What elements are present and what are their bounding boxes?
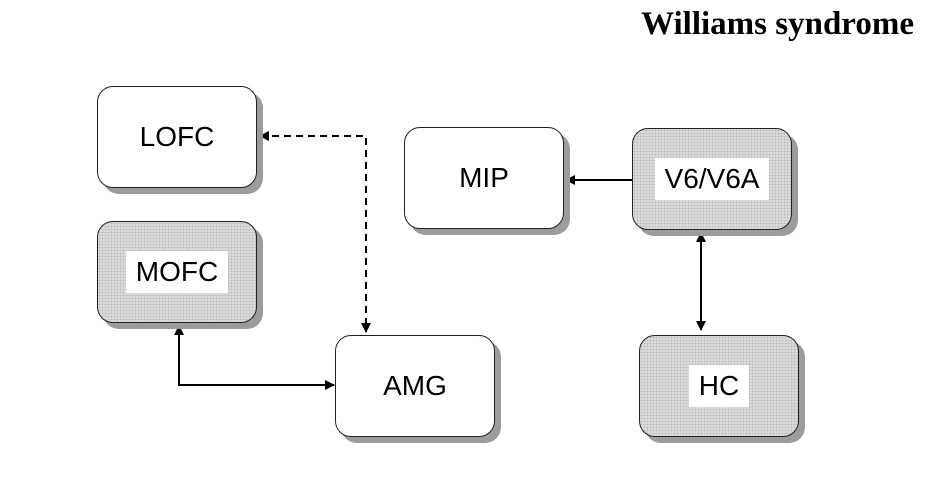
diagram-title: Williams syndrome — [641, 6, 914, 42]
node-mofc-label: MOFC — [125, 251, 229, 293]
node-amg: AMG — [335, 335, 495, 437]
node-lofc: LOFC — [97, 86, 257, 188]
node-hc-label: HC — [688, 365, 750, 407]
node-lofc-label: LOFC — [139, 121, 215, 152]
node-amg-label: AMG — [383, 370, 447, 401]
node-mofc: MOFC — [97, 221, 257, 323]
edge-lofc-amg — [259, 131, 371, 333]
node-mip: MIP — [404, 127, 564, 229]
node-mip-label: MIP — [459, 162, 509, 193]
node-v6-v6a: V6/V6A — [632, 128, 792, 230]
node-v6-v6a-label: V6/V6A — [654, 158, 770, 200]
node-hc: HC — [639, 335, 799, 437]
edge-mofc-amg — [174, 325, 335, 390]
